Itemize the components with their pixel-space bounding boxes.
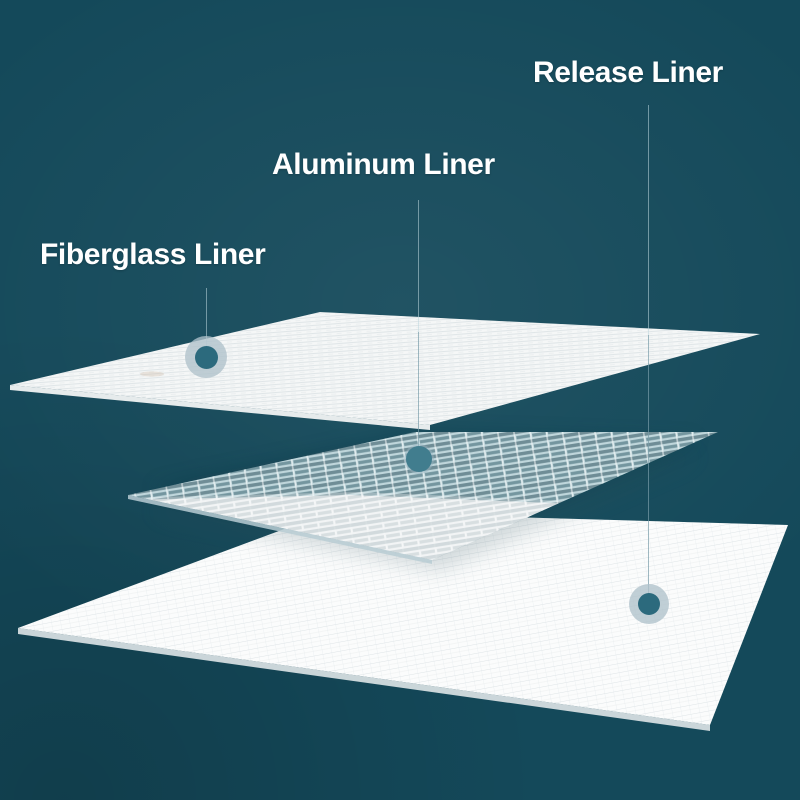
- leader-line-release: [648, 105, 649, 335]
- marker-release[interactable]: [629, 584, 669, 624]
- fiberglass-liner-face: [10, 312, 760, 425]
- layer-fiberglass-liner: [10, 312, 760, 430]
- label-release-liner: Release Liner: [533, 56, 723, 89]
- fiberglass-liner-edge: [10, 385, 430, 430]
- aluminum-liner-face: [128, 432, 718, 560]
- leader-line-fiberglass: [206, 288, 207, 357]
- label-fiberglass-liner: Fiberglass Liner: [40, 238, 266, 271]
- leader-line-aluminum: [418, 200, 419, 332]
- leader-line-aluminum-over-sheet: [418, 332, 419, 459]
- release-liner-edge: [18, 628, 710, 731]
- release-liner-sheen: [18, 512, 788, 725]
- label-aluminum-liner: Aluminum Liner: [272, 148, 495, 181]
- fiberglass-liner-sheen: [10, 312, 760, 425]
- marker-aluminum[interactable]: [404, 444, 434, 474]
- layer-release-liner: [18, 512, 788, 731]
- marker-fiberglass[interactable]: [185, 336, 227, 378]
- aluminum-liner-edge: [128, 495, 432, 564]
- fiberglass-liner-speck: [140, 371, 164, 377]
- release-liner-face: [18, 512, 788, 725]
- leader-line-release-over-sheet: [648, 335, 649, 604]
